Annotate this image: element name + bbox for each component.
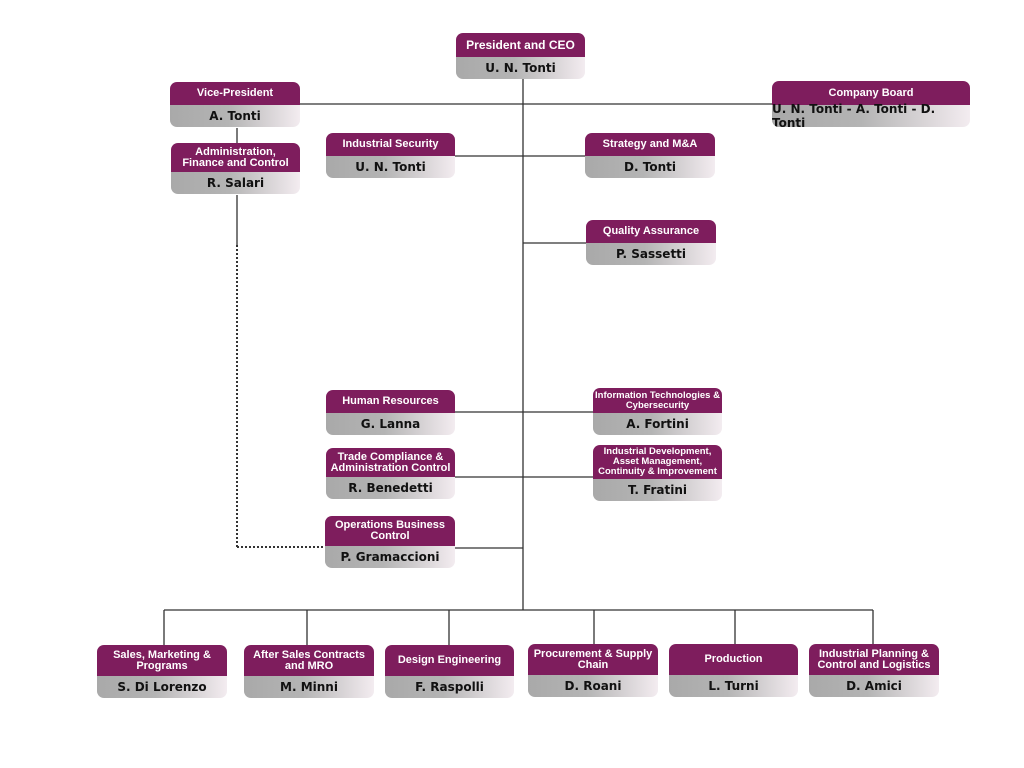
node-title: Strategy and M&A — [585, 133, 715, 156]
node-title: Vice-President — [170, 82, 300, 105]
node-trade: Trade Compliance & Administration Contro… — [326, 448, 455, 499]
node-name: P. Gramaccioni — [325, 546, 455, 568]
node-title: Industrial Planning & Control and Logist… — [809, 644, 939, 675]
node-name: P. Sassetti — [586, 243, 716, 265]
dotted-reporting-line — [236, 245, 325, 548]
node-name: D. Amici — [809, 675, 939, 697]
node-planning: Industrial Planning & Control and Logist… — [809, 644, 939, 697]
node-name: A. Tonti — [170, 105, 300, 127]
node-title: After Sales Contracts and MRO — [244, 645, 374, 676]
node-name: D. Roani — [528, 675, 658, 697]
node-title: Company Board — [772, 81, 970, 105]
node-it: Information Technologies & Cybersecurity… — [593, 388, 722, 435]
node-name: U. N. Tonti - A. Tonti - D. Tonti — [772, 102, 970, 127]
node-title: Industrial Development, Asset Management… — [593, 445, 722, 479]
node-title: Information Technologies & Cybersecurity — [593, 388, 722, 413]
node-name: U. N. Tonti — [326, 156, 455, 178]
node-title: Trade Compliance & Administration Contro… — [326, 448, 455, 477]
node-title: Administration, Finance and Control — [171, 143, 300, 172]
node-title: Quality Assurance — [586, 220, 716, 243]
node-name: F. Raspolli — [385, 676, 514, 698]
node-title: President and CEO — [456, 33, 585, 57]
node-name: S. Di Lorenzo — [97, 676, 227, 698]
node-name: D. Tonti — [585, 156, 715, 178]
node-name: M. Minni — [244, 676, 374, 698]
node-title: Operations Business Control — [325, 516, 455, 546]
node-title: Sales, Marketing & Programs — [97, 645, 227, 676]
node-name: T. Fratini — [593, 479, 722, 501]
node-title: Design Engineering — [385, 645, 514, 676]
node-name: G. Lanna — [326, 413, 455, 435]
node-name: R. Benedetti — [326, 477, 455, 499]
node-inddev: Industrial Development, Asset Management… — [593, 445, 722, 501]
node-title: Production — [669, 644, 798, 675]
node-title: Procurement & Supply Chain — [528, 644, 658, 675]
node-name: A. Fortini — [593, 413, 722, 435]
node-name: L. Turni — [669, 675, 798, 697]
node-title: Industrial Security — [326, 133, 455, 156]
node-name: R. Salari — [171, 172, 300, 194]
node-title: Human Resources — [326, 390, 455, 413]
node-name: U. N. Tonti — [456, 57, 585, 79]
